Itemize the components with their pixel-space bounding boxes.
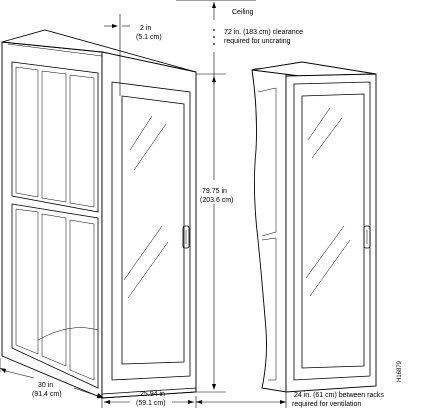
spacing-label-line2: required for ventilation bbox=[292, 401, 361, 408]
gap-in-label: 2 in bbox=[140, 25, 151, 32]
clearance-label-line2: required for uncrating bbox=[224, 38, 291, 45]
right-rack bbox=[251, 61, 377, 393]
depth-in-label: 30 in bbox=[38, 382, 53, 389]
height-cm-label: (203.6 cm) bbox=[200, 197, 233, 204]
left-rack-lower-side-frame bbox=[11, 203, 99, 389]
left-rack-side-panel bbox=[1, 41, 103, 399]
spacing-label-line1: 24 in. (61 cm) between racks bbox=[294, 392, 384, 399]
height-dimension: 79.75 in (203.6 cm) bbox=[196, 73, 233, 393]
width-in-label: 25.94 in bbox=[140, 391, 165, 398]
gap-dimension: 2 in (5.1 cm) bbox=[104, 14, 162, 96]
left-rack bbox=[1, 29, 197, 399]
clearance-label-line1: 72 in. (183 cm) clearance bbox=[224, 29, 303, 36]
left-rack-door-handle bbox=[182, 225, 190, 249]
ceiling-label: Ceiling bbox=[232, 9, 254, 16]
right-rack-door-frame bbox=[293, 81, 371, 381]
right-rack-door-handle bbox=[363, 225, 371, 249]
width-cm-label: (59.1 cm) bbox=[136, 400, 166, 407]
spacing-dimension: 24 in. (61 cm) between racks required fo… bbox=[196, 392, 384, 408]
depth-cm-label: (91.4 cm) bbox=[32, 391, 62, 398]
right-rack-front bbox=[285, 73, 377, 393]
left-rack-upper-side-frame bbox=[11, 61, 99, 213]
height-in-label: 79.75 in bbox=[202, 188, 227, 195]
left-rack-door-window bbox=[121, 95, 185, 365]
gap-cm-label: (5.1 cm) bbox=[136, 34, 162, 41]
left-rack-door-frame bbox=[111, 81, 191, 381]
right-rack-door-window bbox=[301, 93, 365, 369]
figure-id: H16879 bbox=[397, 360, 403, 382]
ceiling-clearance: Ceiling 72 in. (183 cm) clearance requir… bbox=[176, 0, 303, 84]
